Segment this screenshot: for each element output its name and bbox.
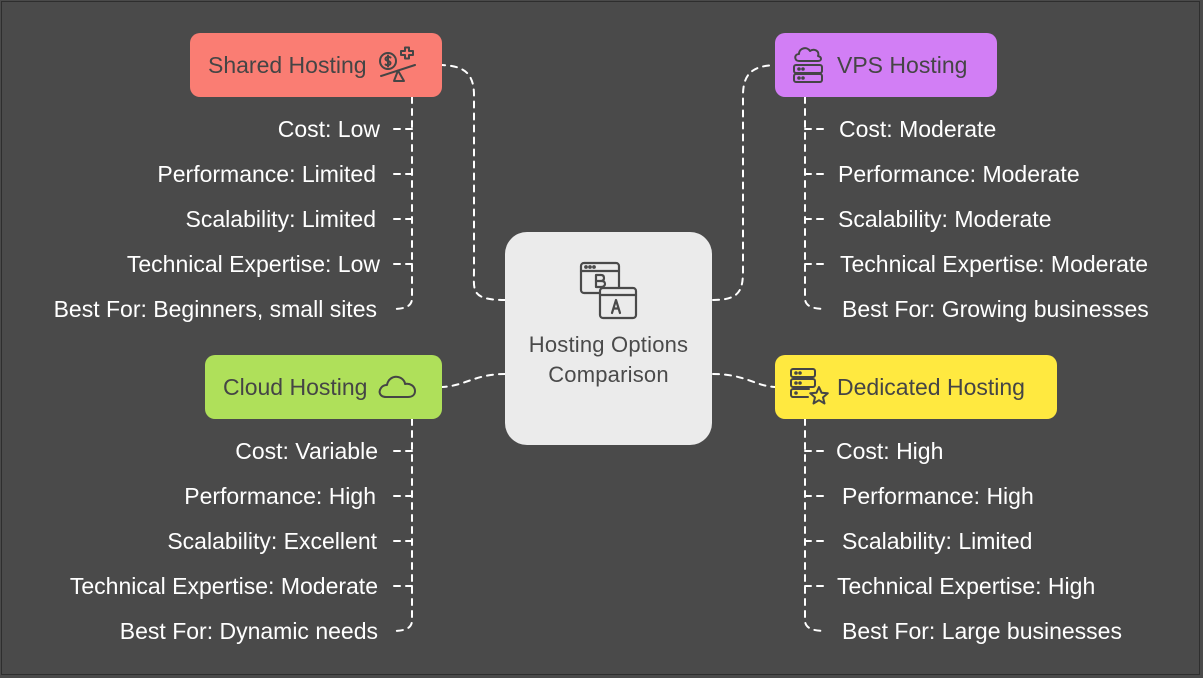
topic-cloud-hosting: Cloud Hosting	[205, 355, 442, 419]
shared-item-4: Technical Expertise: Low	[126, 251, 380, 277]
shared-item-3: Scalability: Limited	[185, 206, 376, 232]
dedicated-item-5: Best For: Large businesses	[842, 618, 1122, 644]
central-topic: Hosting Options Comparison	[505, 232, 712, 445]
cloud-server-icon	[793, 47, 823, 83]
dedicated-item-3: Scalability: Limited	[842, 528, 1033, 554]
cloud-item-3: Scalability: Excellent	[167, 528, 377, 554]
topic-label: VPS Hosting	[837, 51, 968, 78]
connector-shared-trunk	[391, 96, 413, 310]
cloud-item-1: Cost: Variable	[235, 438, 378, 464]
cloud-item-5: Best For: Dynamic needs	[119, 618, 378, 644]
dedicated-item-2: Performance: High	[842, 483, 1034, 509]
connector-center-dedicated	[712, 373, 776, 388]
cloud-item-2: Performance: High	[184, 483, 376, 509]
connector-center-shared	[441, 64, 506, 301]
ab-test-browser-icon	[579, 261, 637, 320]
connector-vps-trunk	[804, 96, 827, 310]
cloud-item-4: Technical Expertise: Moderate	[69, 573, 378, 599]
shared-item-1: Cost: Low	[277, 116, 380, 142]
topic-dedicated-hosting: Dedicated Hosting	[775, 355, 1057, 419]
dedicated-item-1: Cost: High	[836, 438, 944, 464]
server-star-icon	[790, 368, 829, 405]
vps-item-3: Scalability: Moderate	[838, 206, 1052, 232]
cloud-icon	[379, 375, 417, 398]
connector-dedicated-trunk	[804, 418, 827, 632]
topic-shared-hosting: Shared Hosting	[190, 33, 442, 97]
shared-item-5: Best For: Beginners, small sites	[53, 296, 377, 322]
topic-label: Shared Hosting	[208, 51, 367, 78]
vps-item-5: Best For: Growing businesses	[842, 296, 1149, 322]
connector-center-cloud	[441, 373, 506, 388]
topic-label: Dedicated Hosting	[837, 373, 1025, 400]
topic-label: Cloud Hosting	[223, 373, 368, 400]
connector-cloud-trunk	[391, 418, 413, 632]
dedicated-item-4: Technical Expertise: High	[837, 573, 1096, 599]
topic-vps-hosting: VPS Hosting	[775, 33, 997, 97]
vps-item-1: Cost: Moderate	[839, 116, 997, 142]
shared-item-2: Performance: Limited	[157, 161, 376, 187]
central-title: Hosting Options Comparison	[528, 332, 689, 387]
vps-item-2: Performance: Moderate	[838, 161, 1080, 187]
connector-center-vps	[712, 64, 776, 301]
vps-item-4: Technical Expertise: Moderate	[840, 251, 1149, 277]
coin-balance-icon	[378, 46, 416, 82]
